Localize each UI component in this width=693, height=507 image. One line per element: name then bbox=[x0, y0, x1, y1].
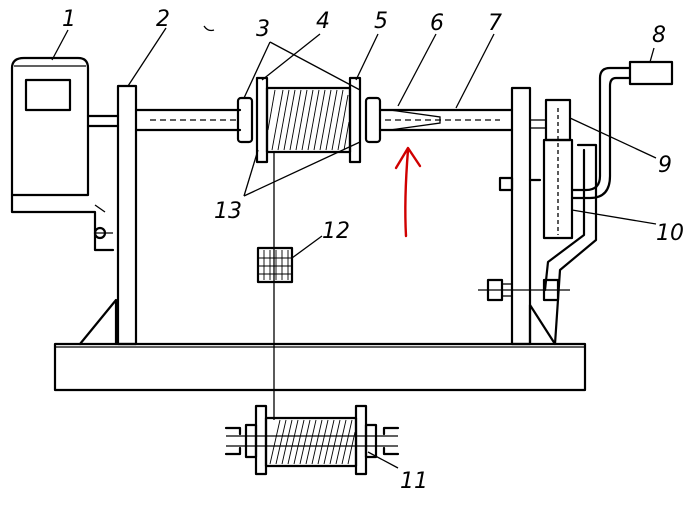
main-shaft bbox=[134, 108, 514, 132]
motor-shaft bbox=[86, 114, 120, 128]
pulley-bracket bbox=[498, 143, 598, 346]
label-3: 3 bbox=[256, 17, 270, 42]
label-8: 8 bbox=[652, 23, 666, 48]
label-2: 2 bbox=[156, 7, 170, 32]
right-upright bbox=[510, 86, 532, 346]
upper-coil-winding bbox=[267, 89, 350, 151]
drive-pulley bbox=[530, 98, 574, 240]
crank-handle bbox=[570, 60, 674, 200]
stray-mark bbox=[203, 25, 215, 32]
label-13: 13 bbox=[214, 199, 242, 224]
label-11: 11 bbox=[400, 469, 428, 494]
label-5: 5 bbox=[374, 9, 388, 34]
callout-labels: 1 2 3 4 5 6 7 8 9 10 11 12 13 bbox=[62, 7, 684, 494]
leader-lines bbox=[51, 27, 657, 469]
motor bbox=[10, 56, 90, 197]
label-10: 10 bbox=[656, 221, 684, 246]
left-upright bbox=[116, 84, 138, 346]
left-gusset bbox=[78, 298, 118, 346]
label-9: 9 bbox=[658, 153, 672, 178]
red-arrow-annotation bbox=[394, 146, 422, 238]
label-4: 4 bbox=[316, 9, 330, 34]
lower-spool bbox=[224, 404, 400, 476]
label-6: 6 bbox=[430, 11, 444, 36]
right-gusset bbox=[528, 303, 557, 346]
label-7: 7 bbox=[488, 11, 502, 36]
label-12: 12 bbox=[322, 219, 350, 244]
upper-coil-assembly bbox=[236, 76, 382, 164]
motor-bracket bbox=[10, 193, 115, 252]
wire-tensioner bbox=[256, 246, 294, 284]
label-1: 1 bbox=[62, 7, 76, 32]
base-plate bbox=[53, 342, 587, 392]
adjust-bolt bbox=[478, 278, 570, 302]
